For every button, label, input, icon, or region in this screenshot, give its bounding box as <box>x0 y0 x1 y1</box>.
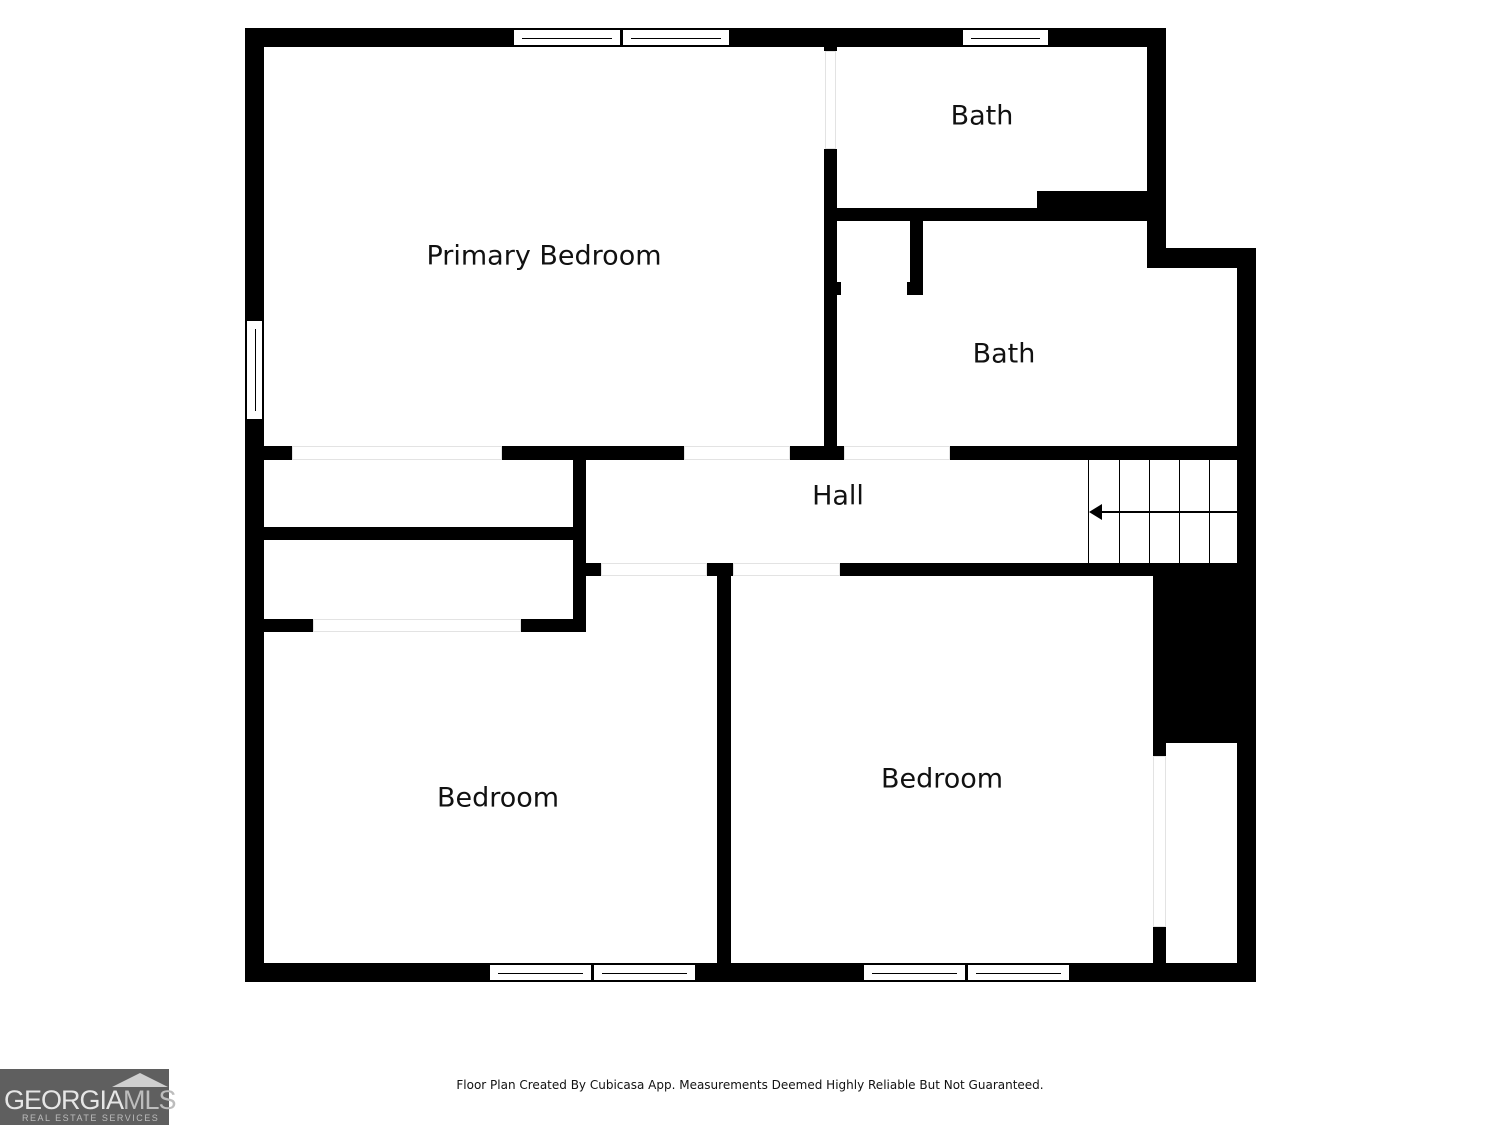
doorway-bath-middle[interactable] <box>844 446 950 460</box>
wall-hall-bottom-a <box>573 563 601 576</box>
window-top-bath <box>962 29 1049 46</box>
arrow-left-icon <box>1089 504 1102 520</box>
logo-wordmark: GEORGIAMLS <box>4 1085 177 1116</box>
doorway-primary-closet[interactable] <box>292 446 502 460</box>
window-bottom-left-a <box>489 964 592 981</box>
doorway-bedroom-left[interactable] <box>601 563 707 576</box>
wall-closet-divider <box>245 527 586 540</box>
logo-tagline: REAL ESTATE SERVICES <box>22 1113 160 1123</box>
window-bottom-right-a <box>863 964 966 981</box>
wall-left <box>245 28 264 982</box>
room-label-bath-top: Bath <box>950 100 1014 132</box>
wall-primary-bath-divider-top <box>824 28 837 51</box>
doorway-closet-right[interactable] <box>1153 756 1166 927</box>
bath-top-fixture <box>1037 191 1166 221</box>
logo-name-part1: GEORGIA <box>4 1085 124 1115</box>
window-bottom-left-b <box>593 964 696 981</box>
room-label-bedroom-right: Bedroom <box>880 763 1004 795</box>
disclaimer-text: Floor Plan Created By Cubicasa App. Meas… <box>456 1078 1044 1092</box>
wall-primary-bath-divider <box>824 149 837 459</box>
wall-closet-right-top <box>1153 743 1166 756</box>
doorway-bedroom-right[interactable] <box>733 563 840 576</box>
room-label-bedroom-left: Bedroom <box>436 782 560 814</box>
wall-hall-top-a <box>245 446 292 460</box>
window-top-primary-a <box>513 29 621 46</box>
window-left-primary <box>246 320 263 420</box>
wall-bath-stub-foot <box>907 282 923 295</box>
wall-bedrooms-divider <box>717 563 731 982</box>
wall-hall-top-d <box>950 446 1256 460</box>
wall-bath-left-nub <box>824 282 841 295</box>
wall-bottom <box>245 963 1256 982</box>
wall-closet-bottom-a <box>245 619 313 632</box>
window-bottom-right-b <box>967 964 1070 981</box>
room-label-hall: Hall <box>812 480 864 512</box>
wall-hall-top-c <box>790 446 844 460</box>
doorway-primary-bedroom[interactable] <box>684 446 790 460</box>
stair-direction-line <box>1101 511 1239 513</box>
staircase <box>1088 460 1239 563</box>
roof-icon <box>112 1073 168 1087</box>
window-top-primary-b <box>622 29 730 46</box>
doorway-bath-top[interactable] <box>825 51 836 149</box>
wall-right-upper <box>1147 28 1166 268</box>
georgia-mls-logo: GEORGIAMLS REAL ESTATE SERVICES <box>0 1069 177 1125</box>
wall-right-jog <box>1147 248 1256 268</box>
logo-name-part2: MLS <box>123 1085 177 1115</box>
room-label-primary-bedroom: Primary Bedroom <box>426 240 662 272</box>
room-label-bath-middle: Bath <box>972 338 1036 370</box>
chimney-block <box>1153 563 1256 743</box>
doorway-bedroom-closet[interactable] <box>313 619 521 632</box>
wall-hall-bottom-c <box>840 563 1256 576</box>
wall-closet-right-bottom <box>1153 927 1166 982</box>
wall-hall-top-b <box>502 446 684 460</box>
wall-bath-stub <box>910 208 923 295</box>
wall-closet-bottom-b <box>521 619 586 632</box>
